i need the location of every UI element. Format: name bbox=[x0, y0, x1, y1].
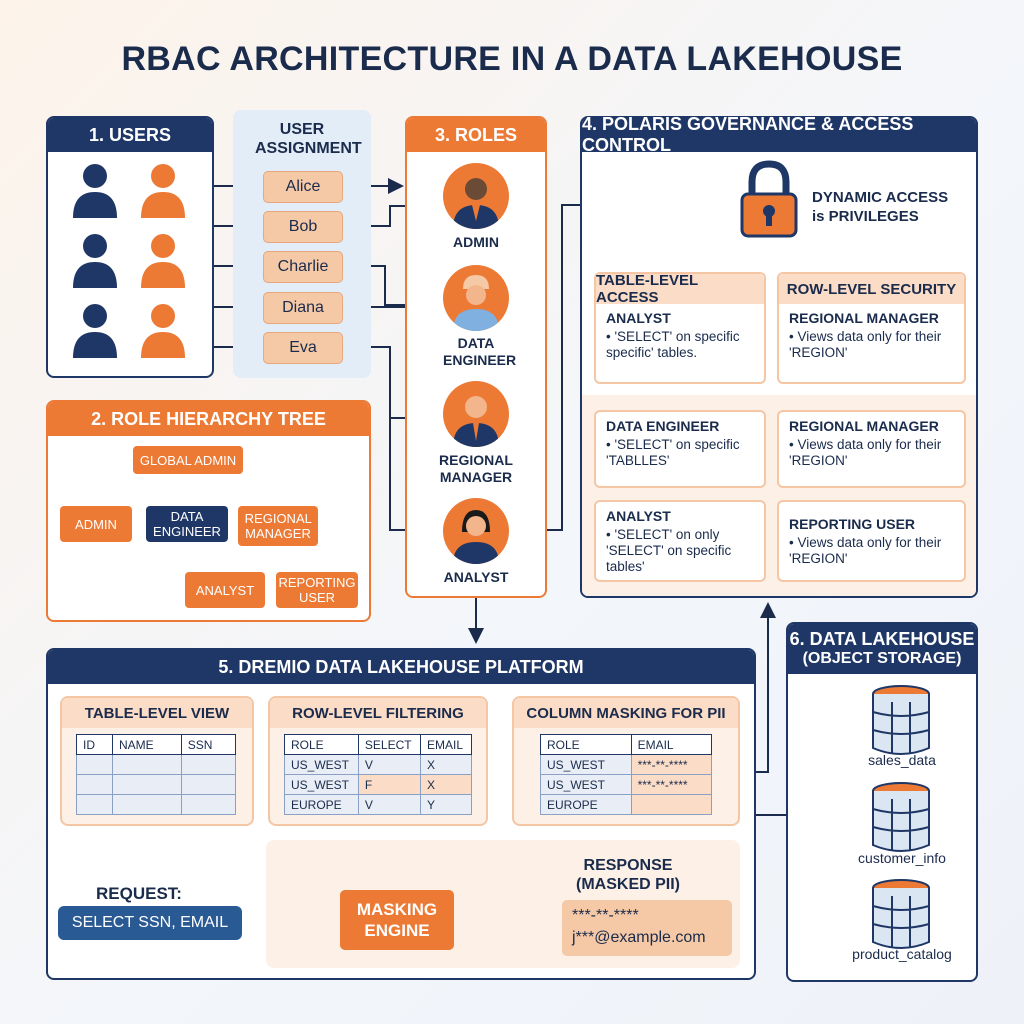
response-box: ***-**-**** j***@example.com bbox=[562, 900, 732, 956]
polaris-card-reporting-user[interactable]: REPORTING USER • Views data only for the… bbox=[777, 500, 966, 582]
tree-node-analyst[interactable]: ANALYST bbox=[185, 572, 265, 608]
masked-ssn: ***-**-**** bbox=[572, 907, 639, 924]
user-pill-bob[interactable]: Bob bbox=[263, 211, 343, 243]
masking-engine-button[interactable]: MASKING ENGINE bbox=[340, 890, 454, 950]
lock-icon bbox=[740, 160, 798, 238]
polaris-header: 4. POLARIS GOVERNANCE & ACCESS CONTROL bbox=[582, 114, 976, 155]
dataset-customer-info[interactable]: customer_info bbox=[858, 850, 946, 866]
tree-node-regional-manager[interactable]: REGIONAL MANAGER bbox=[238, 506, 318, 546]
table-level-view-header: TABLE-LEVEL VIEW bbox=[62, 698, 252, 728]
user-pill-charlie[interactable]: Charlie bbox=[263, 251, 343, 283]
request-label: REQUEST: bbox=[96, 884, 182, 903]
user-icon bbox=[73, 164, 117, 358]
lakehouse-title: 6. DATA LAKEHOUSE bbox=[789, 629, 975, 649]
masked-email: j***@example.com bbox=[572, 929, 706, 946]
manager-avatar-icon bbox=[443, 381, 509, 447]
polaris-card-analyst[interactable]: ANALYST • 'SELECT' on only 'SELECT' on s… bbox=[594, 500, 766, 582]
database-icon bbox=[872, 685, 930, 755]
database-icon bbox=[872, 879, 930, 949]
engineer-avatar-icon bbox=[443, 265, 509, 331]
role-label-admin: ADMIN bbox=[453, 234, 499, 250]
table-level-access-header: TABLE-LEVEL ACCESS bbox=[596, 272, 764, 306]
user-pill-diana[interactable]: Diana bbox=[263, 292, 343, 324]
role-label-regional-manager: REGIONAL MANAGER bbox=[439, 452, 513, 485]
tree-node-admin[interactable]: ADMIN bbox=[60, 506, 132, 542]
lock-caption: DYNAMIC ACCESS is PRIVILEGES bbox=[812, 189, 949, 225]
users-header: 1. USERS bbox=[48, 118, 212, 152]
tree-node-reporting-user[interactable]: REPORTING USER bbox=[276, 572, 358, 608]
dataset-sales-data[interactable]: sales_data bbox=[868, 752, 936, 768]
request-query[interactable]: SELECT SSN, EMAIL bbox=[58, 906, 242, 940]
tree-node-data-engineer[interactable]: DATA ENGINEER bbox=[146, 506, 228, 542]
dataset-product-catalog[interactable]: product_catalog bbox=[852, 946, 952, 962]
role-label-analyst: ANALYST bbox=[443, 569, 509, 585]
users-panel: 1. USERS bbox=[46, 116, 214, 378]
column-masking-header: COLUMN MASKING FOR PII bbox=[514, 698, 738, 728]
row-level-security-header: ROW-LEVEL SECURITY bbox=[779, 274, 964, 304]
role-hierarchy-header: 2. ROLE HIERARCHY TREE bbox=[48, 402, 369, 436]
analyst-avatar-icon bbox=[443, 498, 509, 564]
lakehouse-header: 6. DATA LAKEHOUSE (OBJECT STORAGE) bbox=[788, 624, 976, 674]
polaris-card-data-engineer[interactable]: DATA ENGINEER • 'SELECT' on specific 'TA… bbox=[594, 410, 766, 488]
user-icon bbox=[141, 164, 185, 358]
admin-avatar-icon bbox=[443, 163, 509, 229]
user-pill-eva[interactable]: Eva bbox=[263, 332, 343, 364]
lakehouse-subtitle: (OBJECT STORAGE) bbox=[802, 650, 962, 667]
user-assignment-header: USER ASSIGNMENT bbox=[255, 121, 362, 157]
page-title: RBAC ARCHITECTURE IN A DATA LAKEHOUSE bbox=[121, 40, 903, 78]
role-label-data-engineer: DATA ENGINEER bbox=[443, 335, 517, 368]
dremio-header: 5. DREMIO DATA LAKEHOUSE PLATFORM bbox=[48, 650, 754, 684]
database-icon bbox=[872, 782, 930, 852]
response-label: RESPONSE (MASKED PII) bbox=[576, 857, 680, 893]
polaris-card-regional-manager[interactable]: REGIONAL MANAGER • Views data only for t… bbox=[777, 410, 966, 488]
roles-header: 3. ROLES bbox=[407, 118, 545, 152]
row-level-filtering-header: ROW-LEVEL FILTERING bbox=[270, 698, 486, 728]
user-figures bbox=[73, 164, 185, 358]
tree-node-global-admin[interactable]: GLOBAL ADMIN bbox=[133, 446, 243, 474]
user-pill-alice[interactable]: Alice bbox=[263, 171, 343, 203]
